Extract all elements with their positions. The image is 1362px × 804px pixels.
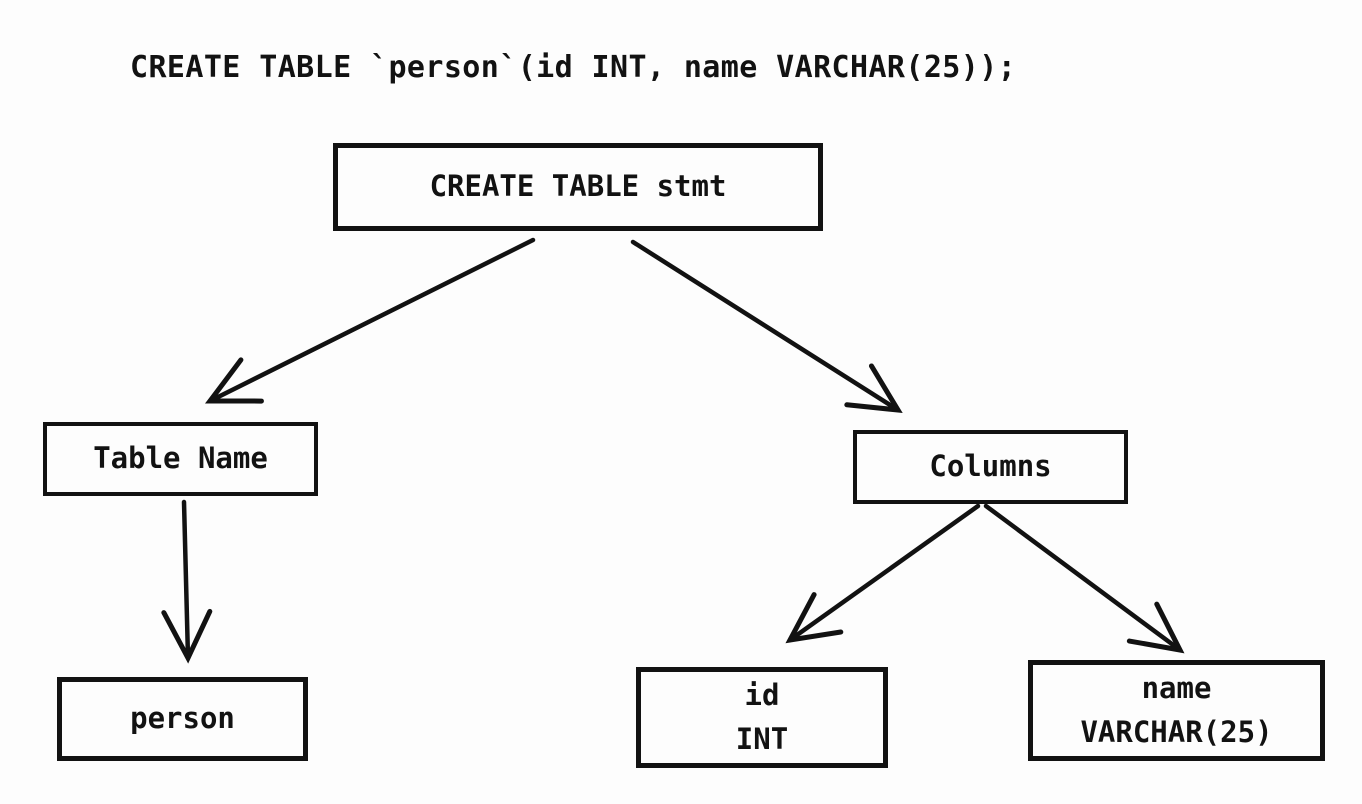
edge-columns-to-name [983, 503, 1185, 654]
node-table-name: Table Name [43, 422, 318, 496]
node-column-name: name VARCHAR(25) [1028, 660, 1325, 761]
sql-statement-text: CREATE TABLE `person`(id INT, name VARCH… [130, 50, 1017, 85]
node-columns: Columns [853, 430, 1128, 504]
edge-stmt-to-table-name [204, 237, 536, 404]
node-person-value: person [57, 677, 308, 761]
node-table-name-label: Table Name [93, 441, 268, 476]
node-columns-label: Columns [929, 449, 1052, 484]
node-column-id-type: INT [735, 721, 789, 756]
node-create-table-stmt: CREATE TABLE stmt [333, 143, 823, 231]
node-column-name-type: VARCHAR(25) [1080, 714, 1273, 749]
edge-stmt-to-columns [630, 239, 903, 413]
edge-columns-to-id [785, 503, 981, 644]
node-person-label: person [130, 701, 235, 736]
node-column-id: id INT [636, 667, 888, 768]
node-create-table-stmt-label: CREATE TABLE stmt [429, 169, 727, 204]
node-column-id-name: id [744, 678, 780, 712]
node-column-name-name: name [1141, 671, 1212, 705]
edge-table-name-to-person [161, 499, 213, 664]
